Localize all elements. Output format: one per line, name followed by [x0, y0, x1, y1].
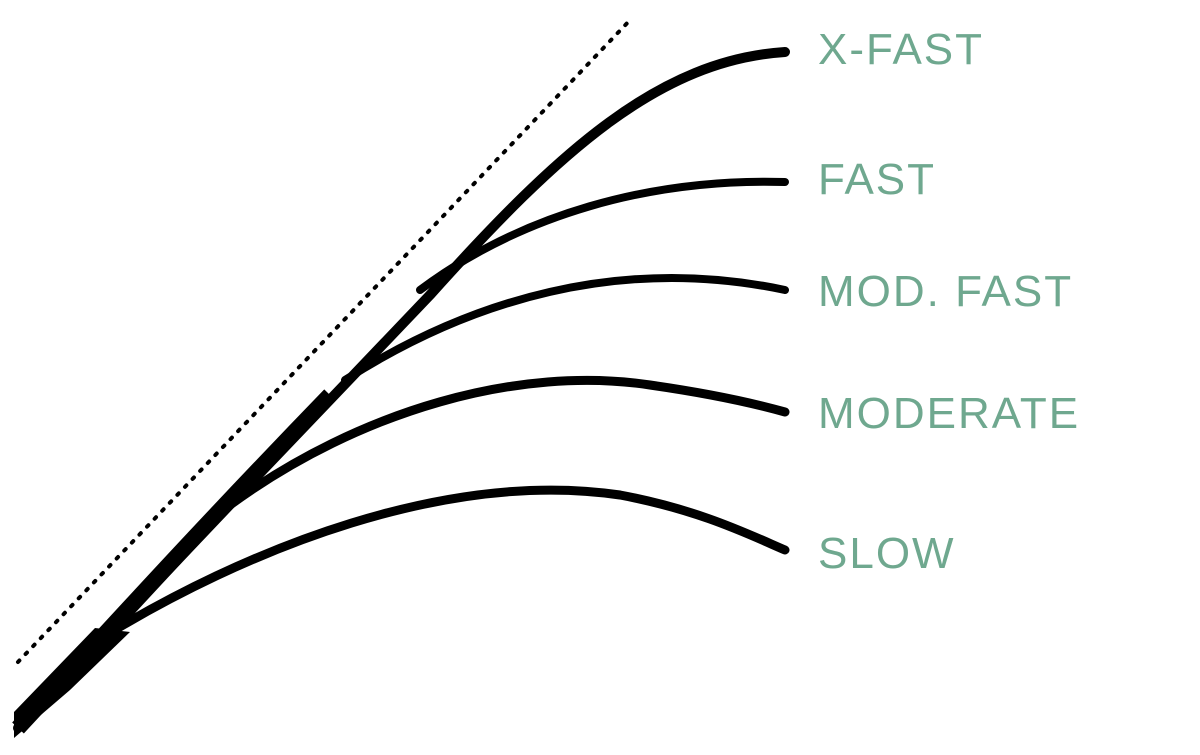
- label-mod-fast: MOD. FAST: [818, 267, 1074, 316]
- curve-fast: [416, 177, 789, 294]
- label-slow: SLOW: [818, 529, 956, 578]
- label-moderate: MODERATE: [818, 389, 1081, 438]
- curve-slow: [85, 485, 790, 650]
- dotted-reference-line: [16, 16, 634, 664]
- label-x-fast: X-FAST: [818, 25, 985, 74]
- curve-mod-fast: [341, 274, 789, 384]
- curve-moderate: [225, 375, 790, 510]
- trunk-thick: [12, 389, 336, 734]
- label-fast: FAST: [818, 155, 937, 204]
